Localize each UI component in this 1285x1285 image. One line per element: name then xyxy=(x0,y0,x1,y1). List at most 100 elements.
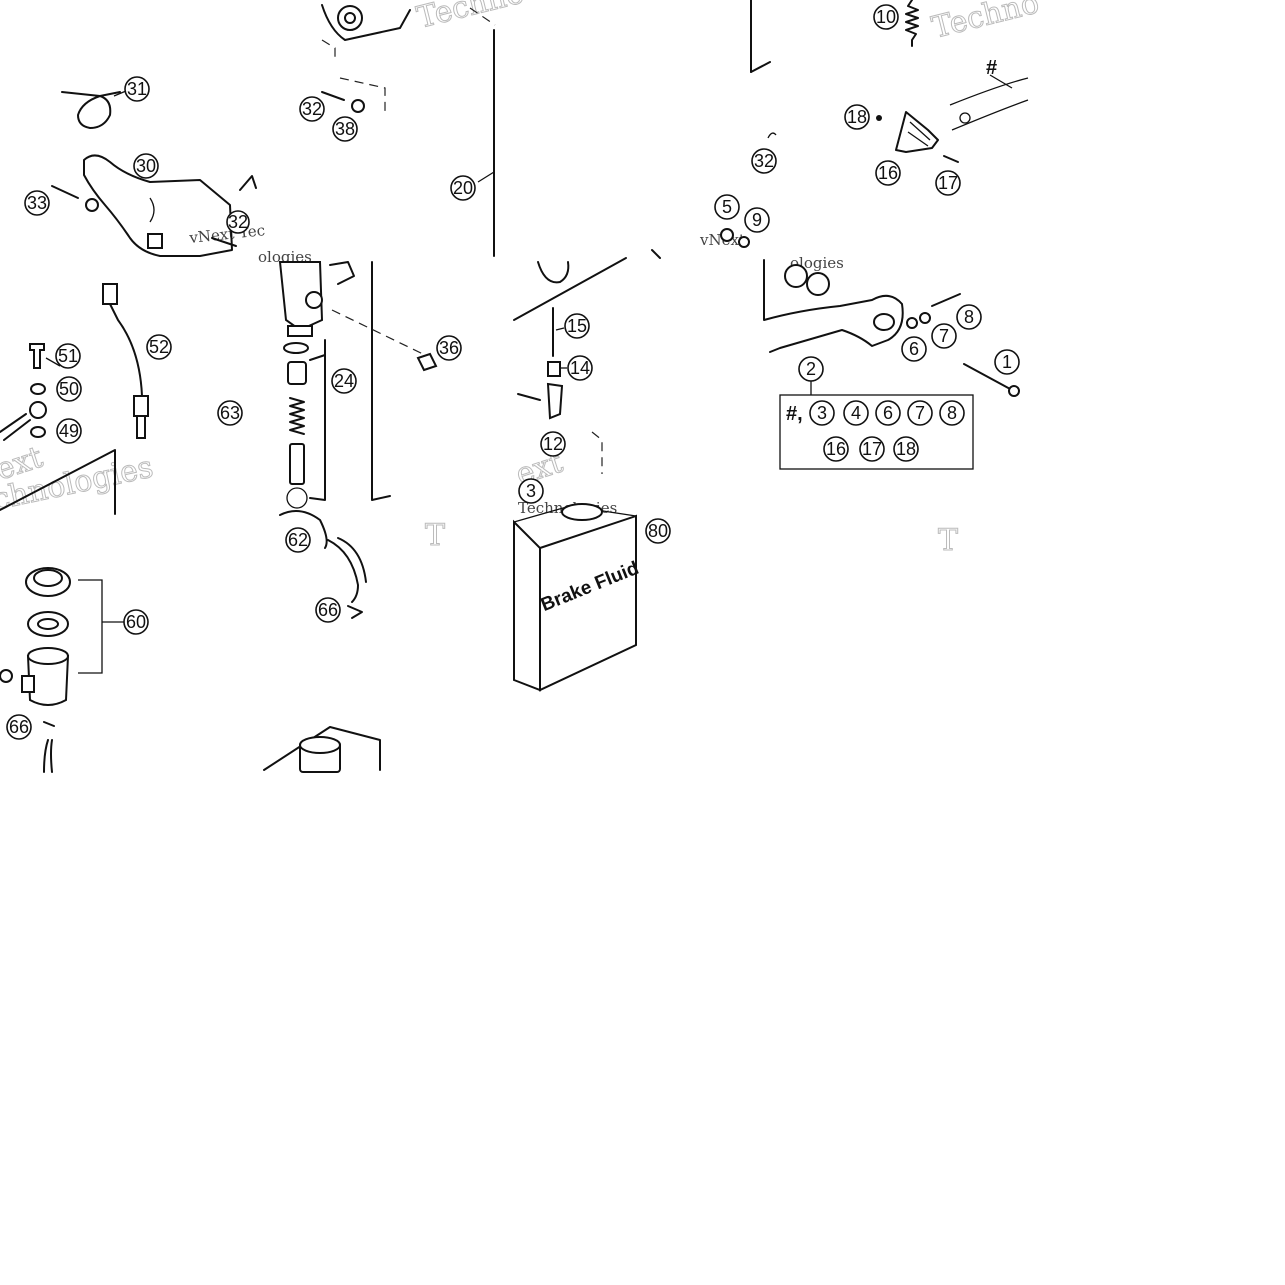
svg-text:30: 30 xyxy=(136,156,156,176)
svg-text:18: 18 xyxy=(896,439,916,459)
svg-text:5: 5 xyxy=(722,197,732,217)
switch-wire xyxy=(109,303,143,397)
bolt-part xyxy=(517,393,541,401)
svg-text:51: 51 xyxy=(58,346,78,366)
pedal-hole xyxy=(959,112,971,124)
bearing-part xyxy=(784,264,808,288)
switch-body xyxy=(133,395,149,417)
svg-text:36: 36 xyxy=(439,338,459,358)
svg-text:12: 12 xyxy=(543,434,563,454)
panel-2 xyxy=(321,4,496,257)
leader-line xyxy=(477,171,495,183)
callout-24: 24 xyxy=(331,368,357,394)
callout-32: 32 xyxy=(751,148,777,174)
reservoir-cap-top xyxy=(33,569,63,587)
dashed-guide xyxy=(339,77,386,115)
watermark-text: Techno xyxy=(928,0,1042,46)
fitting-part xyxy=(329,261,355,285)
pushrod-part xyxy=(289,443,305,485)
nut-part xyxy=(351,99,365,113)
bottle-side xyxy=(513,519,541,692)
callouts: 31 30 33 32 38 20 10 18 16 17 32 5 9 32 … xyxy=(6,4,1020,740)
kit-table: #, 3 4 6 7 8 16 17 18 xyxy=(786,400,965,462)
svg-text:20: 20 xyxy=(453,178,473,198)
leader-line xyxy=(989,74,1013,89)
callout-10: 10 xyxy=(873,4,899,30)
hose-part xyxy=(43,721,55,773)
svg-text:3: 3 xyxy=(526,481,536,501)
callout-49: 49 xyxy=(56,418,82,444)
svg-text:17: 17 xyxy=(938,173,958,193)
kit-callout: 6 xyxy=(875,400,901,426)
svg-text:60: 60 xyxy=(126,612,146,632)
bolt-part xyxy=(51,185,79,199)
dashed-guide xyxy=(321,39,336,60)
svg-text:32: 32 xyxy=(228,212,248,232)
bolt-part xyxy=(931,293,961,307)
svg-text:52: 52 xyxy=(149,337,169,357)
spring-part xyxy=(289,397,305,435)
callout-52: 52 xyxy=(146,334,172,360)
reservoir-rim xyxy=(27,647,69,665)
reservoir-body xyxy=(26,655,70,706)
nut-part xyxy=(416,352,438,372)
svg-text:32: 32 xyxy=(754,151,774,171)
kit-callout: 7 xyxy=(907,400,933,426)
bracket-line xyxy=(309,339,326,501)
small-pin xyxy=(876,115,882,121)
callout-32: 32 xyxy=(226,210,250,234)
cylinder-thread xyxy=(287,325,313,337)
kit-callout: 16 xyxy=(823,436,849,462)
nut-part xyxy=(720,228,734,242)
callout-80: 80 xyxy=(645,518,671,544)
brake-pedal-part xyxy=(763,259,904,353)
guard-nut xyxy=(147,233,163,249)
callout-18: 18 xyxy=(844,104,870,130)
svg-text:4: 4 xyxy=(851,403,861,423)
bracket-part xyxy=(321,4,411,41)
callout-62: 62 xyxy=(285,527,311,553)
cable-tie-part xyxy=(61,91,112,129)
switch-thread xyxy=(136,415,146,439)
pedal-arm-outline xyxy=(949,77,1029,131)
washer-part xyxy=(738,236,750,248)
callout-12: 12 xyxy=(540,431,566,457)
svg-text:38: 38 xyxy=(335,119,355,139)
nut-part xyxy=(919,312,931,324)
frame-line xyxy=(263,726,381,771)
bolt-part xyxy=(321,91,345,101)
panel-7 xyxy=(763,259,1020,470)
svg-text:16: 16 xyxy=(878,163,898,183)
callout-60: 60 xyxy=(123,609,149,635)
callout-15: 15 xyxy=(564,313,590,339)
reservoir-diaphragm-inner xyxy=(37,618,59,630)
group-bracket xyxy=(78,579,124,674)
washer-part xyxy=(906,317,918,329)
footstep-teeth xyxy=(907,121,931,147)
cap-top xyxy=(299,736,341,754)
panel-6 xyxy=(513,249,661,474)
dashed-guide xyxy=(331,309,426,356)
callout-63: 63 xyxy=(217,400,243,426)
callout-7: 7 xyxy=(931,323,957,349)
clevis-part xyxy=(546,382,564,420)
bolt-part xyxy=(963,363,1013,391)
svg-text:32: 32 xyxy=(302,99,322,119)
bolt-part xyxy=(943,155,959,163)
svg-text:7: 7 xyxy=(915,403,925,423)
kit-callout: 17 xyxy=(859,436,885,462)
banjo-eye xyxy=(29,401,47,419)
bottle-front xyxy=(539,514,637,692)
callout-17: 17 xyxy=(935,170,961,196)
svg-text:17: 17 xyxy=(862,439,882,459)
callout-14: 14 xyxy=(567,355,593,381)
banjo-bolt-part xyxy=(29,343,45,369)
callout-36: 36 xyxy=(436,335,462,361)
svg-text:2: 2 xyxy=(806,359,816,379)
callout-38: 38 xyxy=(332,116,358,142)
reservoir-mount xyxy=(21,675,35,693)
svg-text:14: 14 xyxy=(570,358,590,378)
frame-line xyxy=(371,261,391,501)
svg-text:6: 6 xyxy=(883,403,893,423)
svg-text:8: 8 xyxy=(947,403,957,423)
